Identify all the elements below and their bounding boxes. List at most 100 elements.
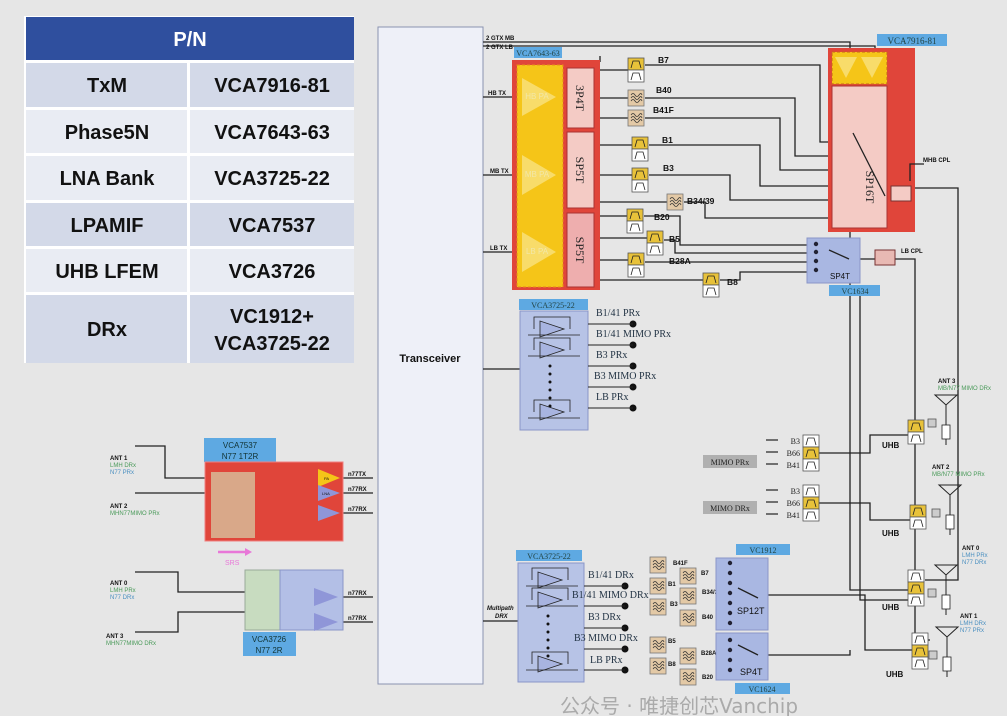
mimo-drx-group: MIMO DRx B3 B66 B41 — [703, 487, 800, 520]
band-label: B41F — [673, 561, 688, 567]
bandpass-curve — [910, 434, 922, 443]
saw-wave — [652, 605, 665, 609]
ellipsis-dot — [546, 622, 550, 626]
lpamif-label: VCA7537 — [223, 441, 258, 450]
bandpass-curve — [649, 245, 661, 254]
pa-icon — [835, 57, 857, 78]
table-cell: VCA7537 — [229, 215, 316, 237]
bandpass-curve — [910, 584, 922, 593]
band-label: B66 — [787, 449, 800, 458]
bandpass-filter-icon — [907, 581, 925, 595]
mimo-drx-label: MIMO DRx — [710, 504, 750, 513]
watermark: 公众号 · 唯捷创芯Vanchip — [560, 694, 798, 716]
bandpass-curve — [630, 60, 642, 69]
drx-label: VCA3725-22 — [527, 552, 571, 561]
band-label: B3 — [791, 487, 800, 496]
lna-icon — [537, 655, 564, 673]
saw-wave — [682, 613, 695, 617]
mb-pa-icon — [522, 155, 556, 195]
switch-terminal — [727, 637, 733, 643]
part-number-table: P/N TxM VCA7916-81 Phase5N VCA7643-63 LN… — [24, 16, 354, 363]
tuner-icon — [942, 656, 952, 672]
table-cell: UHB LFEM — [55, 261, 158, 283]
lna-bank-label: VCA3725-22 — [531, 301, 575, 310]
band-label: B66 — [787, 499, 800, 508]
saw-filter-icon — [627, 89, 645, 107]
bandpass-curve — [634, 139, 646, 148]
ellipsis-dot — [548, 364, 552, 368]
antenna-sublabel: MHN77MIMO PRx — [110, 511, 160, 517]
right-antennas: ANT 3 MB/N77 MIMO DRx ANT 2 MB/N77 MIMO … — [882, 379, 991, 679]
bandpass-curve — [634, 182, 646, 191]
saw-filter-icon — [679, 668, 697, 686]
antenna-label: ANT 2 — [110, 504, 128, 510]
bandpass-curve — [629, 223, 641, 232]
switch-terminal — [727, 647, 733, 653]
saw-filter-icon — [649, 657, 667, 675]
coupler-label: MHB CPL — [923, 158, 951, 164]
vca3726-label: VCA3726 — [252, 635, 287, 644]
tuner-icon — [945, 514, 955, 530]
bandpass-filter-icon — [911, 644, 929, 658]
multipath-label: Multipath — [487, 606, 514, 612]
table-row: UHB LFEM VCA3726 — [26, 249, 354, 292]
antenna-label: ANT 0 — [110, 581, 128, 587]
output-label: n77TX — [348, 472, 366, 478]
saw-wave — [682, 616, 695, 620]
saw-wave — [630, 99, 643, 103]
bandpass-curve — [634, 170, 646, 179]
saw-wave — [652, 608, 665, 612]
vca3726-module: VCA3726 N77 2R n77RX n77RX — [243, 569, 367, 656]
bandpass-curve — [910, 596, 922, 605]
bandpass-curve — [805, 449, 817, 458]
saw-wave — [652, 602, 665, 606]
band-label: B34/39 — [702, 590, 722, 596]
switch-sp5t — [566, 212, 595, 288]
bandpass-filter-icon — [627, 69, 645, 83]
saw-wave — [682, 672, 695, 676]
antenna-sublabel: N77 PRx — [960, 628, 984, 634]
tuner-icon — [941, 594, 951, 610]
antenna-label: ANT 1 — [110, 456, 128, 462]
bandpass-curve — [630, 255, 642, 264]
lna-icon — [539, 403, 566, 421]
switch-terminal — [813, 249, 819, 255]
switch-label: SP5T — [573, 237, 587, 264]
antenna-sublabel: LMH PRx — [110, 588, 136, 594]
ellipsis-dot — [546, 638, 550, 642]
switch-terminal — [727, 657, 733, 663]
saw-wave — [630, 119, 643, 123]
switch-label: SP16T — [863, 171, 877, 204]
saw-wave — [652, 584, 665, 588]
antenna-label: ANT 1 — [960, 614, 978, 620]
band-label: B41 — [787, 461, 800, 470]
band-label: B34/39 — [687, 196, 715, 206]
antenna-sublabel: MHN77MIMO DRx — [106, 641, 156, 647]
antenna-label: ANT 3 — [938, 379, 956, 385]
bandpass-curve — [805, 461, 817, 470]
table-cell: VCA7643-63 — [214, 122, 330, 144]
switch-terminal — [727, 610, 733, 616]
output-label: n77RX — [348, 507, 367, 513]
lna-icon — [318, 485, 340, 501]
table-cell: LNA Bank — [60, 168, 156, 190]
band-label: B1 — [662, 135, 673, 145]
saw-wave — [630, 113, 643, 117]
bandpass-filter-icon — [627, 264, 645, 278]
bypass-path — [531, 567, 569, 580]
saw-filter-icon — [649, 636, 667, 654]
uhb-label: UHB — [882, 603, 900, 612]
bandpass-filter-icon — [802, 508, 820, 522]
mimo-prx-label: MIMO PRx — [711, 458, 749, 467]
pa-label: HB PA — [525, 92, 549, 101]
band-label: B8 — [727, 277, 738, 287]
antenna-sublabel: MB/N77 MIMO DRx — [938, 386, 991, 392]
saw-wave — [652, 560, 665, 564]
bandpass-curve — [914, 647, 926, 656]
bandpass-filter-icon — [802, 446, 820, 460]
saw-wave — [669, 200, 682, 204]
antenna-label: ANT 0 — [962, 546, 980, 552]
band-label: B20 — [654, 212, 670, 222]
lna-icon — [539, 341, 566, 359]
